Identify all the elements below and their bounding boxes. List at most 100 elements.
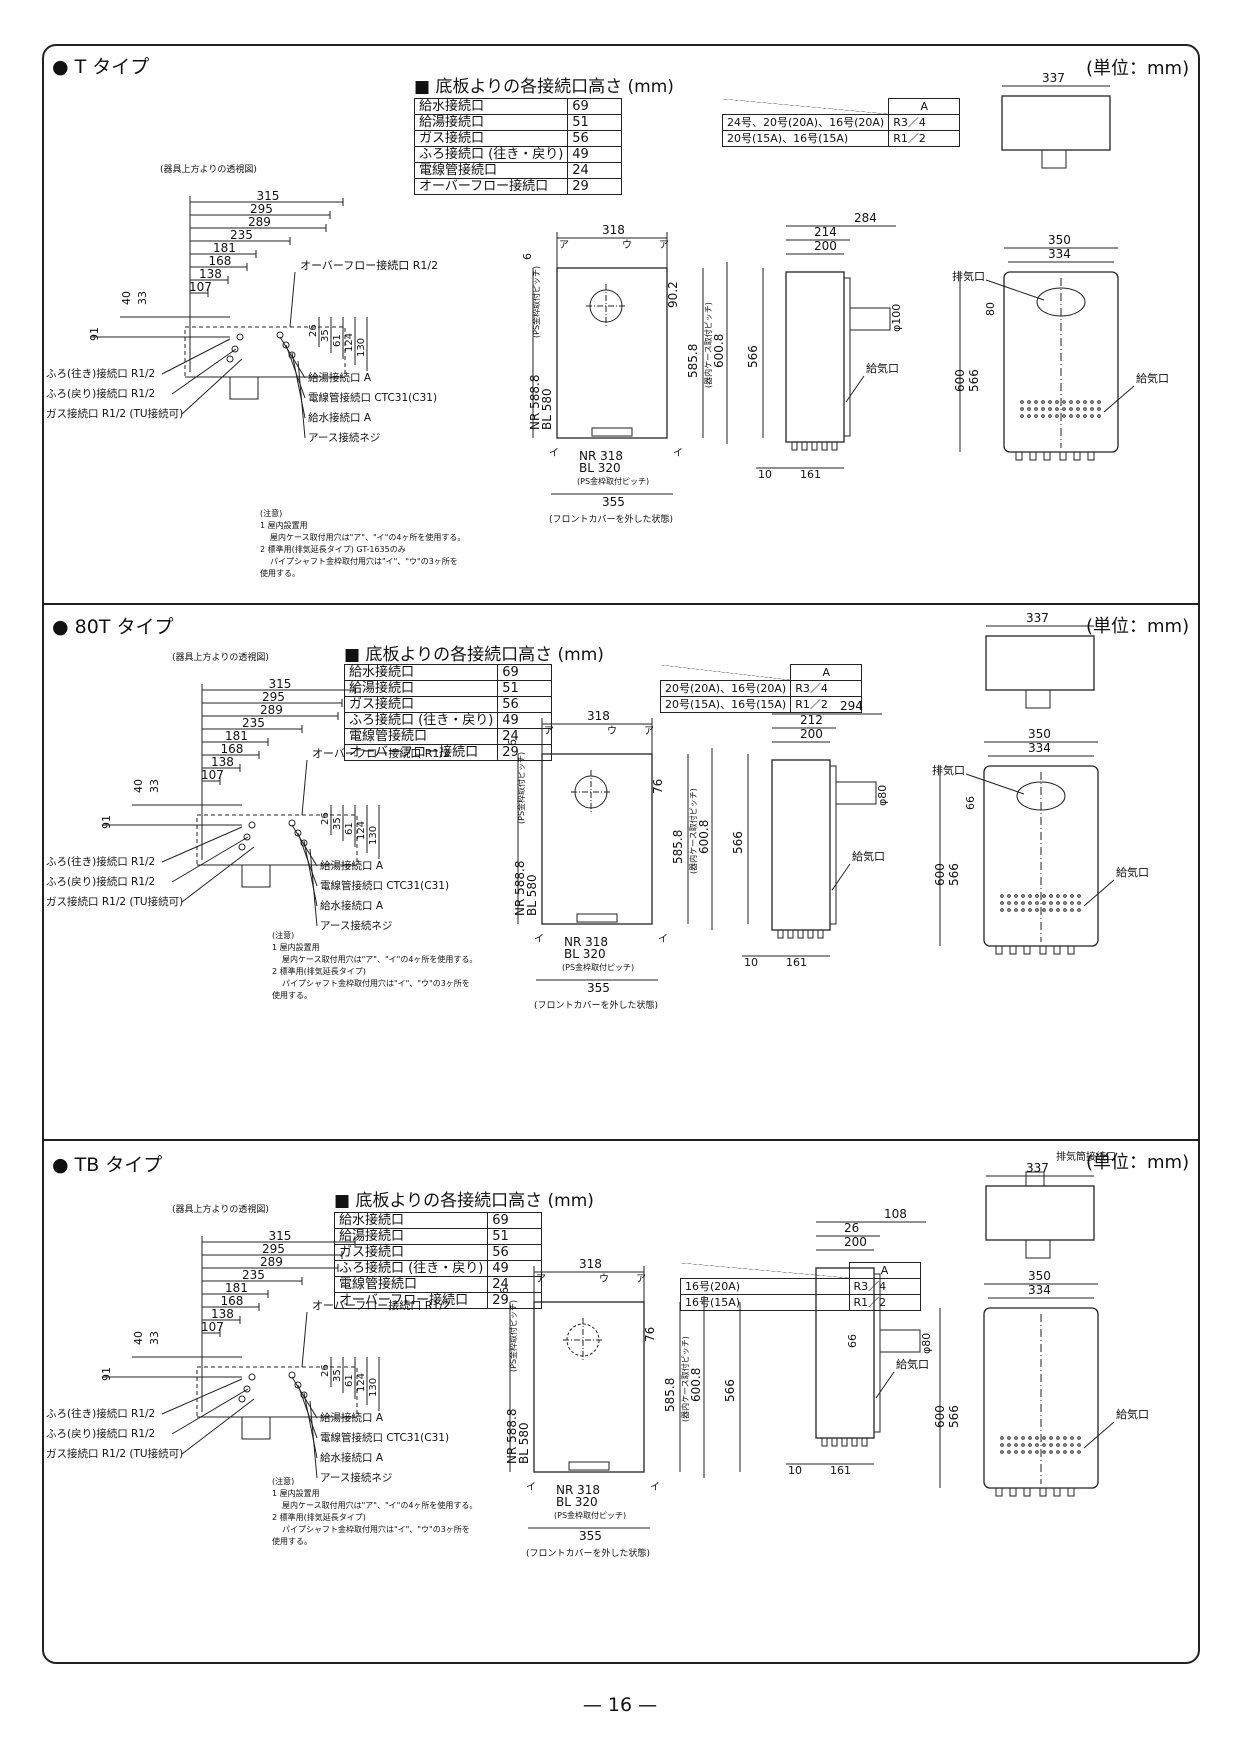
dimension-label: 35 [332, 1369, 343, 1382]
vent-hole [1027, 407, 1031, 411]
vent-hole [1063, 908, 1067, 912]
note-text: 使用する。 [272, 990, 312, 1000]
height-table-title: ■ 底板よりの各接続口高さ (mm) [414, 77, 674, 97]
dimension-label: 33 [136, 291, 149, 305]
port-callout: ガス接続口 R1/2 (TU接続可) [46, 895, 183, 908]
dimension-label: 107 [201, 1320, 224, 1334]
flue-pipe [835, 781, 877, 805]
caption: (フロントカバーを外した状態) [549, 513, 673, 525]
connector [1039, 1487, 1047, 1497]
dimension-label: φ80 [876, 785, 889, 806]
vent-hole [1056, 908, 1060, 912]
dimension-label: 566 [947, 863, 961, 886]
connector [1053, 1487, 1061, 1497]
brand-plate [576, 913, 618, 923]
note-text: (注意) [272, 930, 294, 940]
dimension-label: 295 [250, 202, 273, 216]
top-view-outline [985, 1185, 1095, 1241]
vent-hole [1007, 1450, 1011, 1454]
vent-hole [1056, 894, 1060, 898]
port-callout: 給水接続口 A [320, 1451, 384, 1464]
dimension-label: 168 [221, 1294, 244, 1308]
table-row: 20号(15A)、16号(15A)R1／2 [721, 130, 961, 147]
vent-hole [1077, 908, 1081, 912]
intake-label: 給気口 [896, 1357, 929, 1371]
mounting-plate [829, 765, 837, 925]
port-callout: アース接続ネジ [320, 919, 392, 932]
table-row: A [660, 664, 863, 681]
port-circle [248, 821, 256, 829]
connector [777, 929, 784, 939]
mounting-hole-label: イ [650, 1482, 660, 1493]
dimension-label: 200 [800, 727, 823, 741]
flue-stub [1025, 1239, 1051, 1259]
vent-hole [1034, 407, 1038, 411]
side-view-outline [815, 1267, 875, 1439]
dimension-label: 26 [320, 812, 331, 825]
mounting-hole-label: イ [658, 934, 668, 945]
dimension-label: 107 [201, 768, 224, 782]
vent-hole [1020, 400, 1024, 404]
port-circle [288, 819, 296, 827]
vent-hole [1083, 400, 1087, 404]
vent-hole [1027, 400, 1031, 404]
mounting-hole-label: イ [534, 934, 544, 945]
port-callout: 給水接続口 A [308, 411, 372, 424]
vent-hole [1097, 400, 1101, 404]
dimension-label: 318 [587, 709, 610, 723]
dimension-label: 138 [211, 755, 234, 769]
dimension-label: BL 580 [525, 874, 539, 916]
exhaust-port-label: 排気筒接続口 [1056, 1150, 1116, 1163]
leader-line [289, 271, 296, 328]
page-number: — 16 — [582, 1694, 658, 1716]
note-text: 2 標準用(排気延長タイプ) [272, 966, 366, 976]
size-table: A 20号(20A)、16号(20A)R3／4 20号(15A)、16号(15A… [659, 664, 863, 713]
height-table-title: ■ 底板よりの各接続口高さ (mm) [334, 1191, 594, 1211]
leader-line [181, 846, 255, 903]
dimension-label: 566 [947, 1405, 961, 1428]
vent-hole [1041, 407, 1045, 411]
connector [1023, 945, 1031, 955]
intake-label: 給気口 [866, 361, 899, 375]
front-view-outline [541, 753, 653, 925]
dimension-label: 181 [213, 241, 236, 255]
vent-hole [1070, 1450, 1074, 1454]
vent-hole [1056, 1443, 1060, 1447]
connector [1009, 945, 1017, 955]
dimension-label: 318 [602, 223, 625, 237]
leader-line [297, 360, 306, 439]
vent-hole [1076, 400, 1080, 404]
flue-pipe [879, 1329, 921, 1353]
connector [1053, 945, 1061, 955]
dimension-label: 315 [269, 677, 292, 691]
dimension-label: 200 [814, 239, 837, 253]
leader-line [845, 375, 865, 403]
dimension-label: 334 [1048, 247, 1071, 261]
section-title: ● TB タイプ [52, 1154, 163, 1176]
dimension-label: 66 [964, 796, 977, 810]
note-text: 屋内ケース取付用穴は"ア"、"イ"の4ヶ所を使用する。 [282, 954, 477, 964]
port-circle [300, 839, 308, 847]
connector [817, 929, 824, 939]
dimension-label: BL 320 [564, 947, 606, 961]
table-row: ふろ接続口 (往き・戻り)49 [333, 1260, 543, 1277]
port-callout: ふろ(戻り)接続口 R1/2 [46, 387, 155, 400]
port-circle [238, 843, 246, 851]
vent-hole [1034, 400, 1038, 404]
vent-hole [1083, 407, 1087, 411]
dimension-label: 566 [967, 369, 981, 392]
vent-hole [1062, 400, 1066, 404]
dimension-label: BL 320 [556, 1495, 598, 1509]
vent-hole [1070, 1443, 1074, 1447]
connector [797, 929, 804, 939]
dimension-label: 181 [225, 729, 248, 743]
dimension-label: NR 318 [564, 935, 608, 949]
exhaust-grille [1016, 781, 1066, 811]
flue-stub [1041, 149, 1067, 169]
leader-line [875, 1371, 895, 1399]
mounting-hole-label: ア [559, 240, 569, 251]
dimension-label: 350 [1028, 727, 1051, 741]
